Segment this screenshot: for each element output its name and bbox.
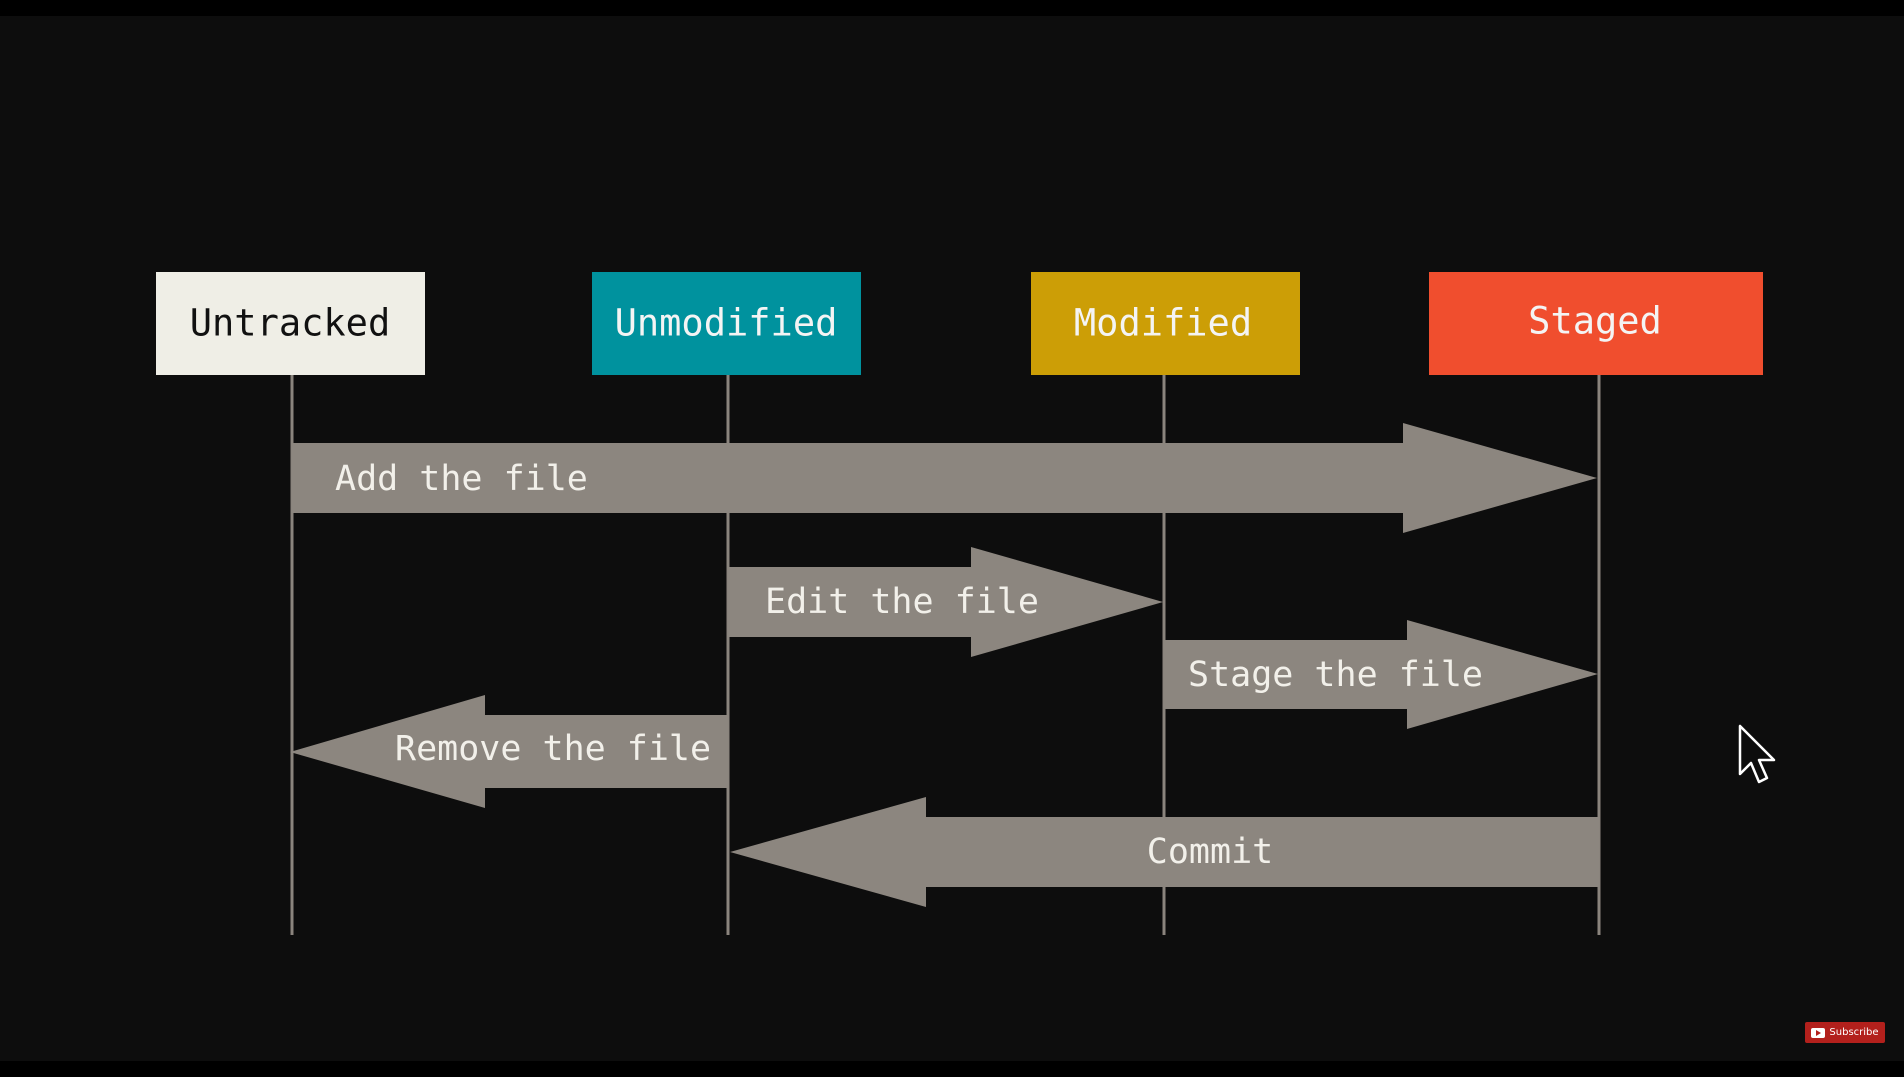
state-unmodified: Unmodified [592,272,861,375]
arrow-edit-the-file: Edit the file [728,547,1163,657]
youtube-logo-icon [1811,1027,1826,1038]
mouse-pointer-icon [1738,724,1778,791]
arrow-remove-the-file: Remove the file [290,695,728,808]
arrow-label-stage-the-file: Stage the file [1188,655,1483,695]
arrow-shape-add-the-file [292,423,1597,533]
state-label-staged: Staged [1528,300,1662,343]
state-modified: Modified [1031,272,1300,375]
letterbox-bottom [0,1061,1904,1077]
state-box-staged [1429,272,1763,375]
arrow-label-commit: Commit [1147,832,1273,872]
arrow-shape-edit-the-file [728,547,1163,657]
arrow-label-remove-the-file: Remove the file [395,729,711,769]
state-box-unmodified [592,272,861,375]
arrow-shape-stage-the-file [1164,620,1598,729]
state-box-untracked [156,272,425,375]
arrow-label-add-the-file: Add the file [335,459,588,499]
arrow-shape-commit [730,797,1599,907]
state-label-untracked: Untracked [190,302,390,345]
state-box-modified [1031,272,1300,375]
subscribe-button[interactable]: Subscribe [1805,1022,1885,1043]
state-label-unmodified: Unmodified [615,302,838,345]
arrow-shape-remove-the-file [290,695,728,808]
state-staged: Staged [1429,272,1763,375]
letterbox-top [0,0,1904,16]
arrow-commit: Commit [730,797,1599,907]
state-untracked: Untracked [156,272,425,375]
arrow-label-edit-the-file: Edit the file [765,582,1039,622]
subscribe-label: Subscribe [1829,1027,1879,1038]
arrow-stage-the-file: Stage the file [1164,620,1598,729]
arrow-add-the-file: Add the file [292,423,1597,533]
state-label-modified: Modified [1074,302,1252,345]
